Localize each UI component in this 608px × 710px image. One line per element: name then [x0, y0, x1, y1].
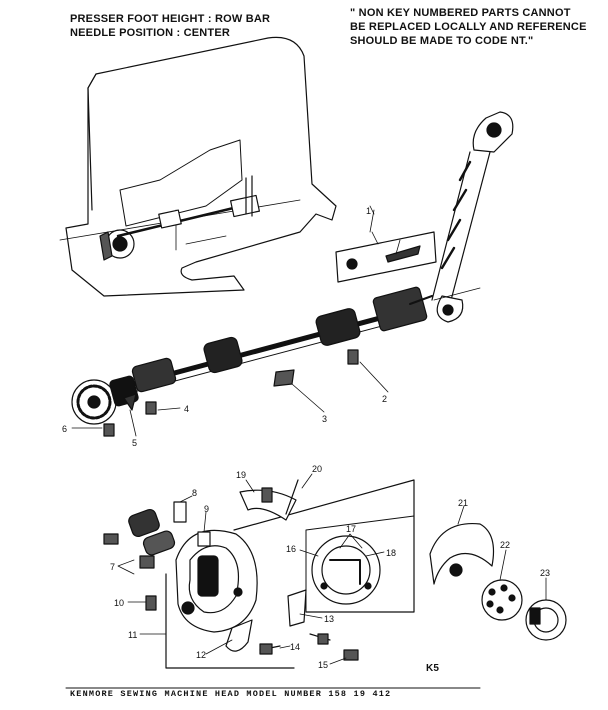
upper-shaft-assembly: [99, 175, 260, 261]
part-1-plate: [335, 209, 437, 283]
callout-17: 17: [346, 524, 356, 534]
non-key-note-line3: SHOULD BE MADE TO CODE NT.": [350, 35, 534, 47]
callout-14: 14: [290, 642, 300, 652]
callout-6: 6: [62, 424, 67, 434]
callout-9: 9: [204, 504, 209, 514]
bobbin-parts: [429, 522, 567, 641]
connecting-rod: [431, 111, 514, 323]
callout-3: 3: [322, 414, 327, 424]
callout-22: 22: [500, 540, 510, 550]
callout-12: 12: [196, 650, 206, 660]
small-parts-upper: [103, 349, 359, 437]
lower-shaft: [93, 286, 433, 403]
non-key-note-line1: " NON KEY NUMBERED PARTS CANNOT: [350, 7, 571, 19]
hook-assembly-frame: [165, 479, 415, 669]
callout-8: 8: [192, 488, 197, 498]
callout-20: 20: [312, 464, 322, 474]
callout-leaders-upper: [71, 205, 389, 437]
callout-10: 10: [114, 598, 124, 608]
bobbin-case-hook: [311, 535, 381, 605]
hook-assembly: [175, 529, 258, 633]
callout-21: 21: [458, 498, 468, 508]
non-key-note-line2: BE REPLACED LOCALLY AND REFERENCE: [350, 21, 587, 33]
needle-position-note: NEEDLE POSITION : CENTER: [70, 27, 231, 39]
callout-13: 13: [324, 614, 334, 624]
footer-model: KENMORE SEWING MACHINE HEAD MODEL NUMBER…: [70, 689, 392, 699]
header-notes-right: " NON KEY NUMBERED PARTS CANNOT BE REPLA…: [350, 6, 587, 48]
callout-15: 15: [318, 660, 328, 670]
callout-11: 11: [128, 630, 137, 640]
callout-19: 19: [236, 470, 246, 480]
callout-1: 1: [366, 206, 371, 216]
lower-linkage-parts: [225, 589, 359, 661]
callout-2: 2: [382, 394, 387, 404]
lower-gear-screws: [103, 501, 211, 611]
callout-16: 16: [286, 544, 296, 554]
callout-5: 5: [132, 438, 137, 448]
callout-23: 23: [540, 568, 550, 578]
header-notes-left: PRESSER FOOT HEIGHT : ROW BAR NEEDLE POS…: [70, 12, 270, 40]
callout-7: 7: [110, 562, 115, 572]
callout-leaders-lower: [117, 473, 547, 665]
callout-18: 18: [386, 548, 396, 558]
thread-guide-parts: [239, 479, 299, 521]
machine-head-outline: [59, 36, 337, 297]
presser-foot-note: PRESSER FOOT HEIGHT : ROW BAR: [70, 13, 271, 25]
diagram-code: K5: [426, 663, 440, 674]
callout-4: 4: [184, 404, 189, 414]
